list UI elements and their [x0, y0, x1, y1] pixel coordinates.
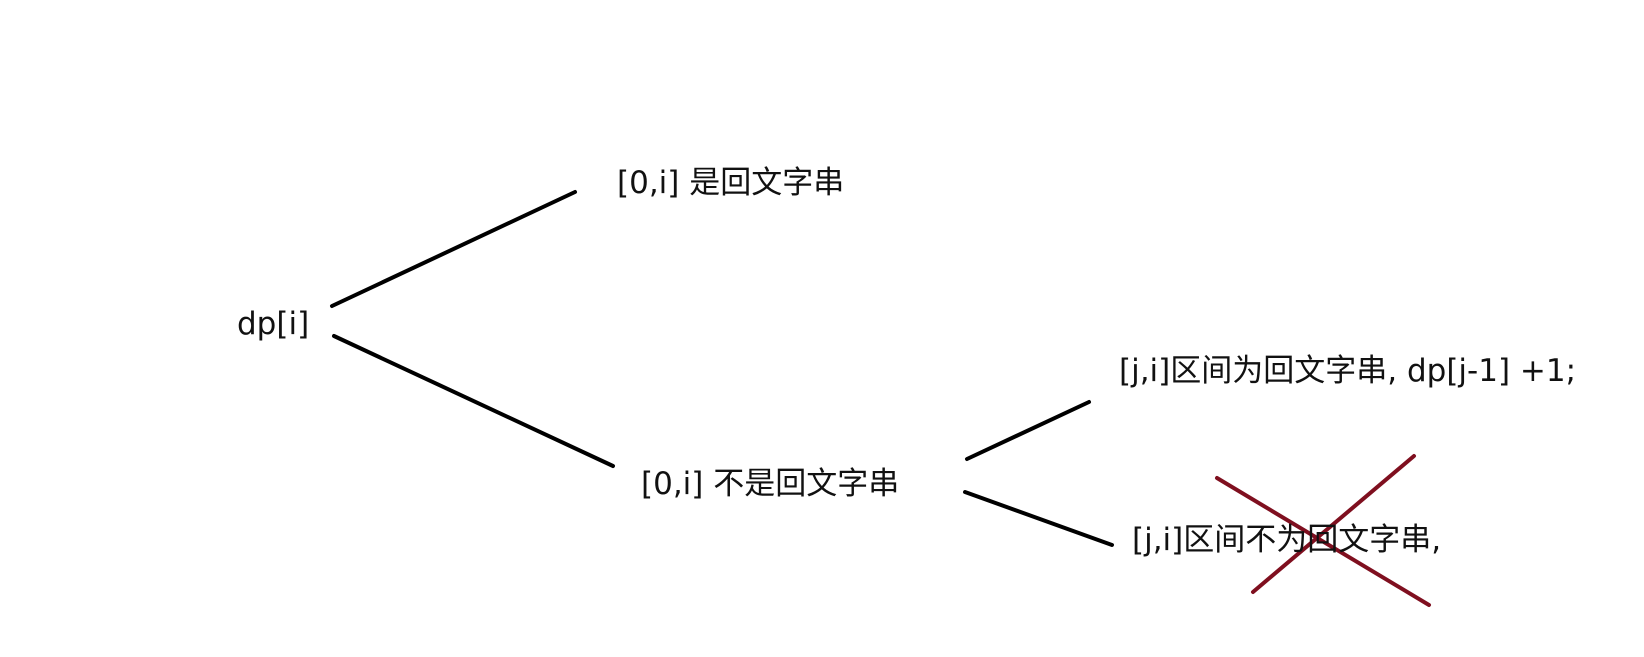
edge-not-to-interval-not-palindrome: [963, 490, 1114, 547]
edge-root-to-is-palindrome: [330, 190, 577, 308]
node-interval-not-palindrome: [j,i]区间不为回文字串,: [1132, 522, 1442, 558]
cross-out-stroke-2: [1251, 454, 1416, 594]
cross-out-stroke-1: [1215, 476, 1431, 607]
edge-not-to-interval-is-palindrome: [965, 400, 1091, 461]
node-not-palindrome: [0,i] 不是回文字串: [641, 466, 900, 502]
node-is-palindrome: [0,i] 是回文字串: [617, 165, 845, 201]
node-dp-i: dp[i]: [237, 306, 310, 342]
node-interval-is-palindrome: [j,i]区间为回文字串, dp[j-1] +1;: [1119, 353, 1577, 389]
edge-root-to-not-palindrome: [332, 334, 615, 468]
